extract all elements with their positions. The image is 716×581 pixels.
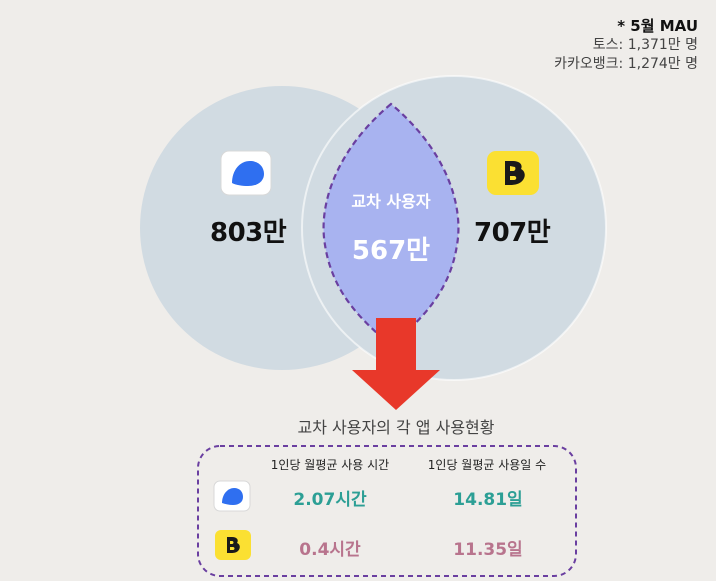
kakaobank-app-icon-small [215, 530, 251, 560]
header-usage-time: 1인당 월평균 사용 시간 [270, 458, 390, 472]
toss-usage-days: 14.81일 [453, 490, 523, 510]
toss-usage-time: 2.07시간 [293, 490, 367, 510]
kakaobank-value: 707만 [474, 218, 551, 248]
toss-app-icon-small [213, 480, 251, 512]
kakaobank-usage-time: 0.4시간 [299, 540, 361, 560]
usage-table-box [197, 445, 577, 577]
toss-app-icon [220, 150, 272, 196]
toss-value: 803만 [210, 218, 287, 248]
mau-note-heading: * 5월 MAU [617, 17, 698, 35]
header-usage-days: 1인당 월평균 사용일 수 [427, 458, 547, 472]
circle-outline [301, 75, 607, 381]
intersection-value: 567만 [351, 236, 431, 266]
kakaobank-usage-days: 11.35일 [453, 540, 523, 560]
mau-note-toss: 토스: 1,371만 명 [592, 37, 698, 53]
intersection-title: 교차 사용자 [351, 192, 431, 211]
kakaobank-app-icon [487, 151, 539, 195]
mau-note: * 5월 MAU 토스: 1,371만 명 카카오뱅크: 1,274만 명 [554, 16, 698, 74]
down-arrow-icon [352, 318, 440, 410]
mau-note-kakaobank: 카카오뱅크: 1,274만 명 [554, 56, 698, 72]
usage-table-title: 교차 사용자의 각 앱 사용현황 [297, 418, 495, 437]
